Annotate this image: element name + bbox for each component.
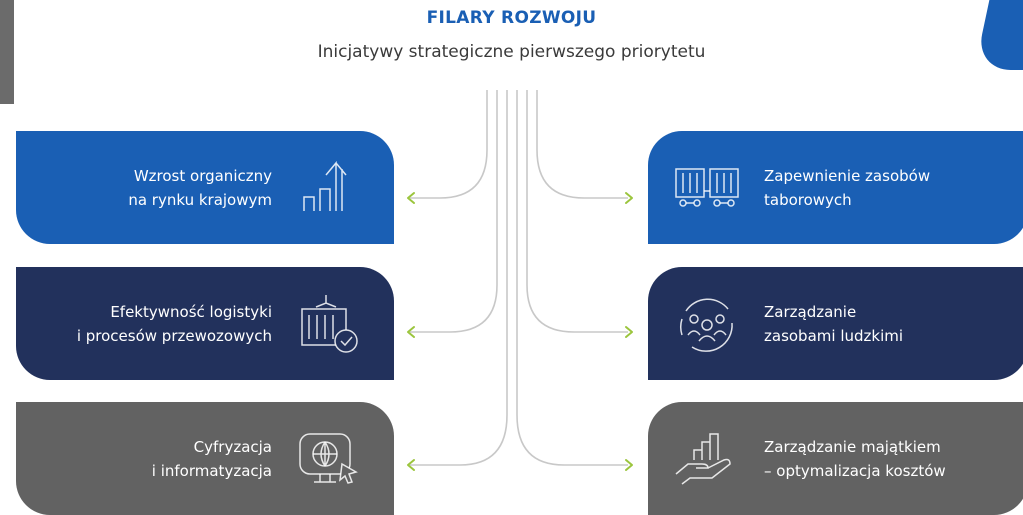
growth-chart-icon (294, 153, 364, 223)
pillar-label: Zarządzanie zasobami ludzkimi (764, 302, 904, 345)
connector-left-3 (410, 90, 508, 466)
pillar-card-asset-management: Zarządzanie majątkiem – optymalizacja ko… (648, 402, 1023, 515)
pillar-card-digitalization: Cyfryzacja i informatyzacja (16, 402, 394, 515)
pillar-label: Wzrost organiczny na rynku krajowym (128, 166, 272, 209)
globe-monitor-icon (294, 424, 364, 494)
page-title: FILARY ROZWOJU (426, 8, 597, 28)
pillar-card-logistics: Efektywność logistyki i procesów przewoz… (16, 267, 394, 380)
pillar-label: Zapewnienie zasobów taborowych (764, 166, 931, 209)
arrow-head-left-1 (407, 192, 415, 204)
arrow-head-right-1 (625, 192, 633, 204)
people-cycle-icon (672, 289, 742, 359)
pillar-card-rolling-stock: Zapewnienie zasobów taborowych (648, 131, 1023, 244)
arrow-head-left-2 (407, 326, 415, 338)
pillar-card-organic-growth: Wzrost organiczny na rynku krajowym (16, 131, 394, 244)
arrow-head-right-2 (625, 326, 633, 338)
connector-right-2 (526, 90, 628, 333)
arrow-head-right-3 (625, 459, 633, 471)
connector-left-2 (410, 90, 498, 333)
pillar-label: Cyfryzacja i informatyzacja (151, 437, 272, 480)
pillar-card-human-resources: Zarządzanie zasobami ludzkimi (648, 267, 1023, 380)
freight-wagons-icon (672, 153, 742, 223)
connector-left-1 (410, 90, 488, 199)
page-subtitle: Inicjatywy strategiczne pierwszego prior… (317, 42, 706, 62)
side-accent-bar (0, 0, 14, 104)
hand-chart-icon (672, 424, 742, 494)
arrow-head-left-3 (407, 459, 415, 471)
container-check-icon (294, 289, 364, 359)
pillar-label: Efektywność logistyki i procesów przewoz… (76, 302, 272, 345)
connector-right-1 (536, 90, 628, 199)
pillar-label: Zarządzanie majątkiem – optymalizacja ko… (764, 437, 946, 480)
connector-right-3 (516, 90, 628, 466)
